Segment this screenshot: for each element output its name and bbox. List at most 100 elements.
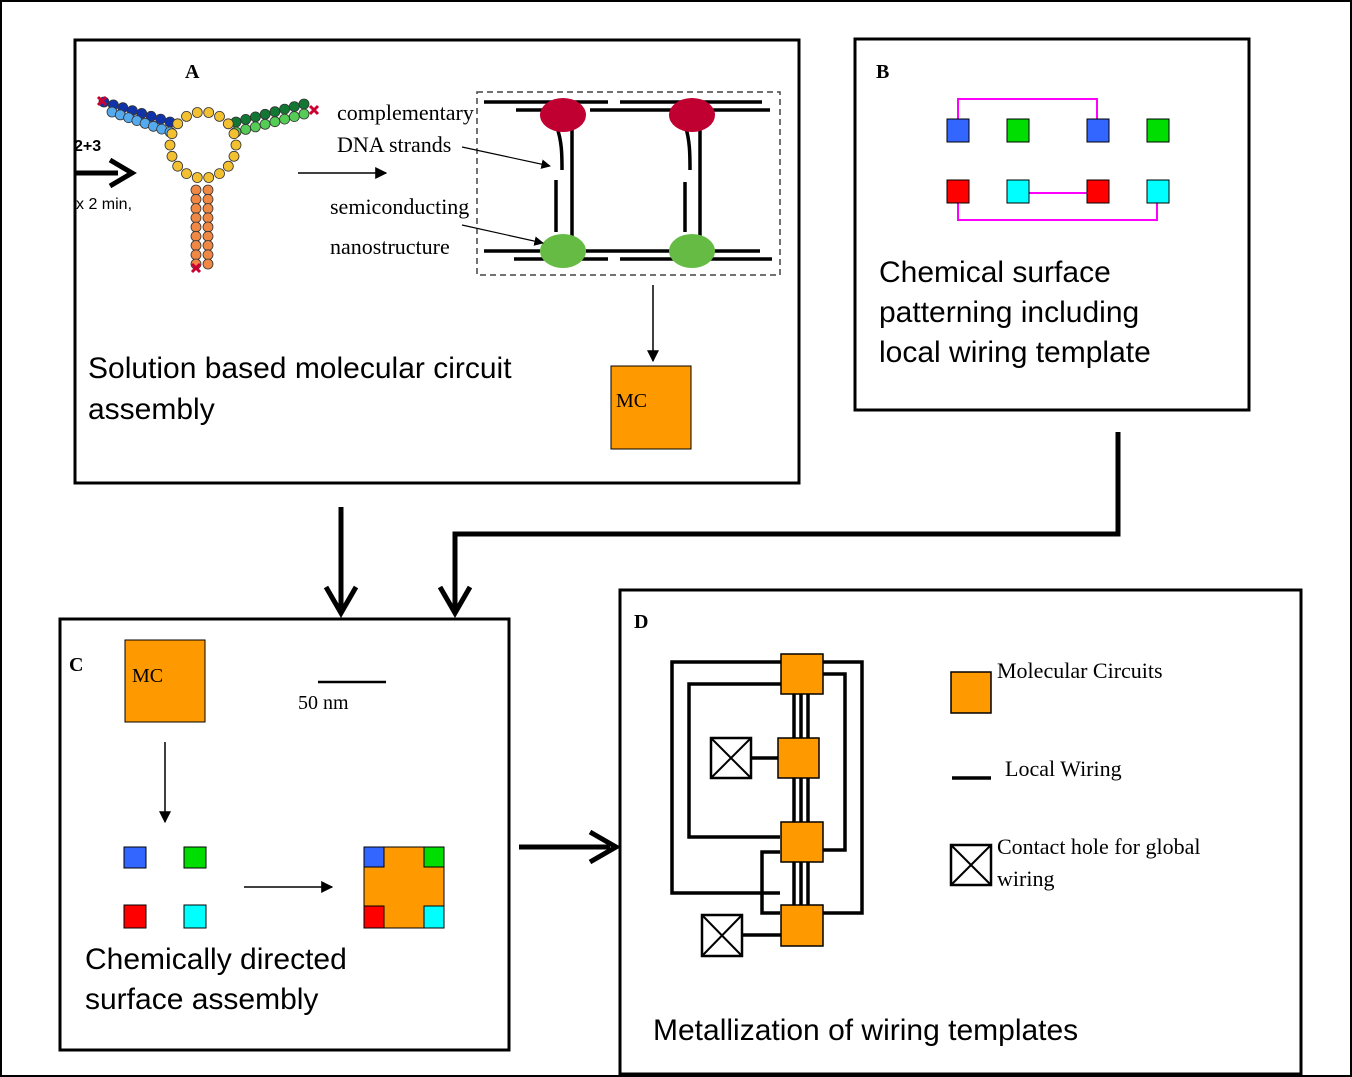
dna-bead [202, 203, 214, 214]
pattern-pad-green [1006, 118, 1030, 143]
annotation-dna-pointer [461, 146, 551, 169]
assembled-molecular-circuit [363, 846, 445, 929]
dna-bead [228, 150, 240, 162]
panel-c-label: C [69, 654, 83, 676]
panel-a: A 2+3 x 2 min, [73, 38, 801, 485]
dna-bead [202, 184, 214, 196]
molecular-circuit-block [610, 365, 692, 450]
legend-molecular-circuits-label: Molecular Circuits [997, 658, 1163, 683]
dna-bead [190, 212, 202, 224]
panel-b-caption-line2: patterning including [879, 296, 1139, 329]
pattern-pad-red [123, 904, 147, 929]
dna-bead [202, 258, 214, 270]
panel-b-label: B [876, 61, 889, 83]
dna-bead [202, 230, 214, 242]
panel-c: C MC 50 nm Chemically directed surface a… [58, 617, 511, 1052]
semiconducting-nanostructure-bottom-right [669, 234, 715, 268]
dna-bead [228, 128, 240, 140]
dna-bead [203, 172, 215, 183]
dna-bead [259, 108, 271, 120]
annotation-dna-strands: DNA strands [337, 132, 451, 157]
dna-bead [202, 193, 214, 205]
dna-bead [298, 108, 310, 120]
dna-junction-illustration [96, 95, 320, 274]
dna-bead [202, 221, 214, 233]
dna-bead [214, 111, 225, 122]
dna-bead [166, 150, 178, 162]
dna-bead [249, 111, 261, 123]
dna-bead [298, 98, 310, 110]
panel-b-caption-line3: local wiring template [879, 336, 1151, 369]
dna-bead [191, 107, 203, 118]
dna-bead [181, 111, 192, 122]
panel-c-caption-line1: Chemically directed [85, 943, 347, 976]
pattern-pad-cyan [183, 904, 207, 929]
panel-d: D [618, 588, 1303, 1076]
panel-c-caption-line2: surface assembly [85, 983, 318, 1016]
legend-contact-hole-swatch [949, 843, 993, 887]
dna-bead [259, 118, 271, 130]
legend-local-wiring-label: Local Wiring [1005, 756, 1122, 781]
reaction-label: 2+3 [74, 138, 101, 155]
semiconducting-nanostructure-bottom-left [540, 234, 586, 268]
strand-end-marker [96, 95, 108, 107]
flow-arrows [323, 432, 1121, 865]
contact-hole [709, 736, 753, 780]
dna-bead [222, 160, 234, 172]
dna-bead [202, 240, 214, 251]
dna-bead [181, 168, 192, 180]
dna-bead [190, 240, 202, 251]
circuit-dashed-box [476, 91, 781, 276]
pattern-pad-green [1146, 118, 1170, 143]
reaction-arrow-head [108, 157, 137, 189]
dna-bead [190, 230, 202, 242]
contact-hole [700, 913, 744, 958]
wiring-template-bottom [957, 203, 1158, 221]
dna-bead [166, 128, 178, 140]
dna-bead [288, 101, 300, 112]
panel-a-caption-line2: assembly [88, 393, 215, 426]
panel-b-box [853, 37, 1251, 412]
pattern-pad-blue [1086, 118, 1110, 143]
dna-bead [214, 168, 225, 180]
mc-label: MC [616, 390, 647, 412]
pattern-pad-red [946, 179, 970, 204]
dna-bead [269, 106, 281, 118]
dna-bead [249, 121, 261, 133]
annotation-nanostructure: nanostructure [330, 234, 450, 259]
legend-molecular-circuits-swatch [950, 671, 992, 714]
strand-end-marker [190, 262, 202, 274]
panel-d-box [618, 588, 1303, 1076]
annotation-semi-pointer [461, 224, 544, 246]
molecular-circuit-block [777, 737, 820, 779]
dna-bead [190, 249, 202, 261]
dna-bead [190, 193, 202, 205]
dna-bead [191, 172, 203, 183]
pattern-pad-cyan [1006, 179, 1030, 204]
dna-bead [203, 107, 215, 118]
legend-contact-hole-label-line2: wiring [997, 866, 1054, 891]
panel-b: B Chemical surface patterning including … [853, 37, 1251, 412]
pattern-pad-cyan [1146, 179, 1170, 204]
strand-end-marker [308, 104, 320, 116]
annotation-complementary: complementary [337, 100, 474, 125]
panel-a-caption-line1: Solution based molecular circuit [88, 352, 512, 385]
semiconducting-nanostructure-top-right [669, 98, 715, 132]
dna-bead [202, 212, 214, 224]
dna-bead [279, 103, 291, 115]
molecular-circuit-block [124, 639, 206, 723]
pattern-pad-red [1086, 179, 1110, 204]
dna-bead [172, 118, 184, 130]
dna-bead [172, 160, 184, 172]
dna-bead [240, 123, 252, 135]
dna-bead [269, 116, 281, 128]
panel-b-caption-line1: Chemical surface [879, 256, 1111, 289]
local-wiring-network [670, 660, 864, 937]
pattern-pad-green [183, 846, 207, 869]
panel-d-label: D [634, 611, 648, 633]
dna-bead [279, 113, 291, 125]
dna-bead [222, 118, 234, 130]
molecular-circuit-block [780, 904, 824, 947]
pattern-pad-blue [123, 846, 147, 869]
